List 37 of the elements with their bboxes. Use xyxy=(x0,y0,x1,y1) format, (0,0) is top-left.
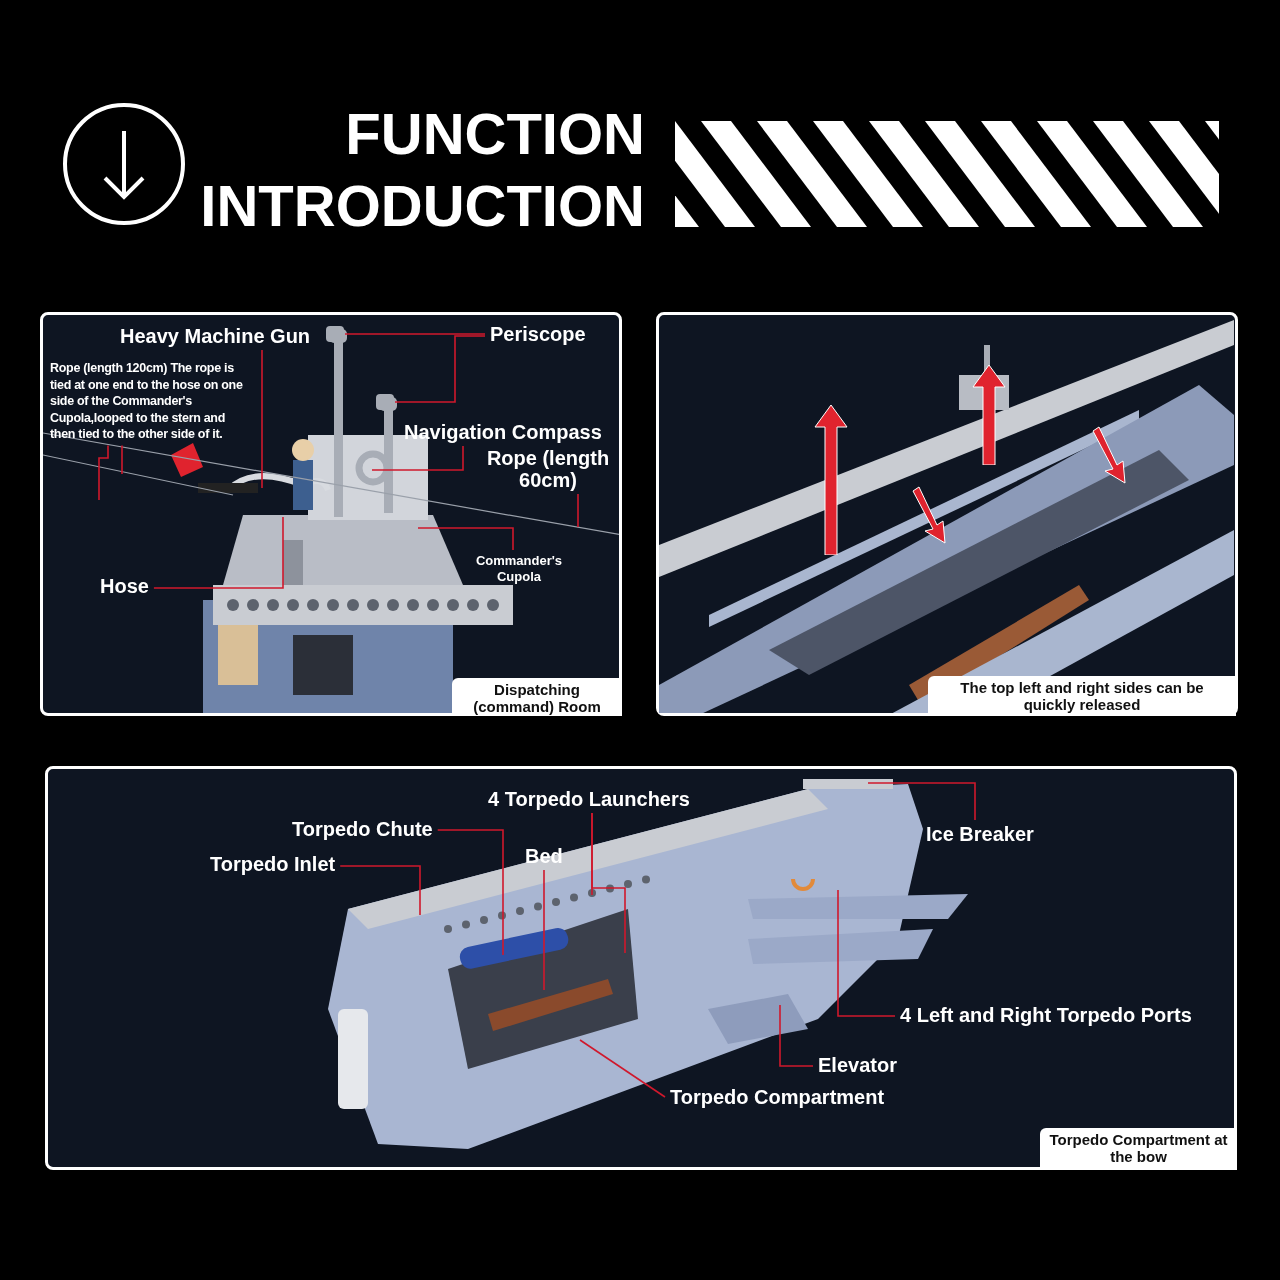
leader-line xyxy=(121,444,123,475)
leader-line xyxy=(344,333,486,335)
mast-head xyxy=(376,394,394,410)
page-title: FUNCTION INTRODUCTION xyxy=(199,100,645,240)
callout-label: 4 Left and Right Torpedo Ports xyxy=(900,1004,1192,1026)
callout-label: Ice Breaker xyxy=(926,823,1034,845)
callout-label: Elevator xyxy=(818,1054,897,1076)
callout-label: Torpedo Inlet xyxy=(210,853,336,875)
panel-caption: The top left and right sides can be quickly released xyxy=(928,676,1236,716)
leader-line xyxy=(837,889,896,1017)
callout-label: Periscope xyxy=(490,323,586,345)
callout-label: Torpedo Chute xyxy=(292,818,433,840)
leader-line xyxy=(261,349,263,489)
leader-line xyxy=(98,444,109,501)
panel-caption: Torpedo Compartment at the bow xyxy=(1040,1128,1237,1170)
leader-line xyxy=(779,1004,814,1067)
callout-label: Heavy Machine Gun xyxy=(120,325,311,347)
mast-head xyxy=(326,326,344,342)
callout-label: Commander's Cupola xyxy=(464,553,574,585)
callout-label: Hose xyxy=(100,575,149,597)
leader-line xyxy=(394,335,486,403)
leader-line xyxy=(417,527,514,551)
panel-caption: Dispatching (command) Room xyxy=(452,678,622,716)
leader-line xyxy=(543,869,545,991)
panel-card xyxy=(45,766,1237,1170)
leader-line xyxy=(867,782,976,821)
leader-line xyxy=(153,516,284,589)
callout-label: 4 Torpedo Launchers xyxy=(488,788,690,810)
leader-line xyxy=(577,493,579,528)
callout-note: Rope (length 120cm) The rope is tied at one end to the hose on one side of the Commander's Cupola,looped to the stern and then tied to the other side of it. xyxy=(50,360,245,443)
leader-line xyxy=(436,829,504,956)
leader-line xyxy=(339,865,421,916)
callout-label: Rope (length 60cm) xyxy=(480,447,616,491)
leader-line xyxy=(579,1039,666,1098)
leader-line xyxy=(371,445,464,471)
leader-line xyxy=(591,812,626,954)
callout-label: Torpedo Compartment xyxy=(670,1086,885,1108)
